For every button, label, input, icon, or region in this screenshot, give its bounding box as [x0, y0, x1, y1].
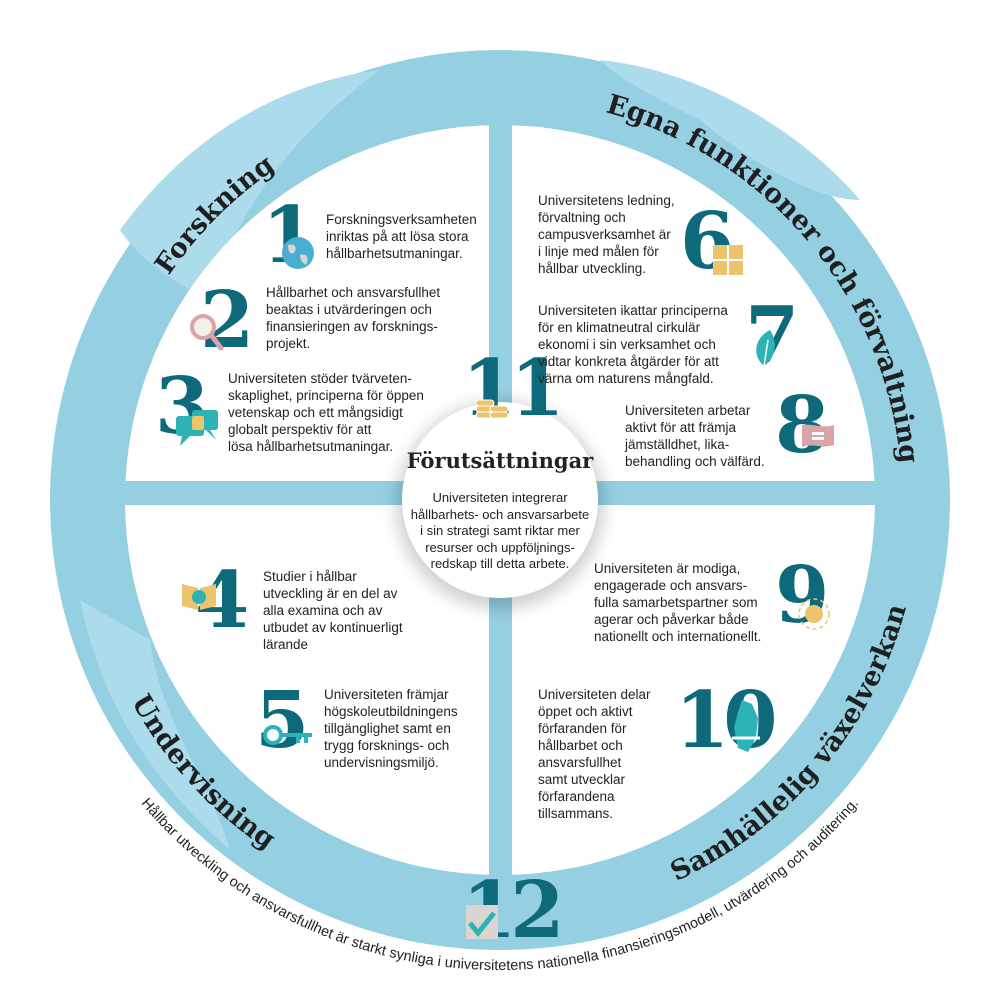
center-title: Förutsättningar — [406, 448, 594, 473]
magnifier-icon — [190, 314, 224, 351]
item-text-4: Studier i hållbar utveckling är en del a… — [263, 569, 403, 652]
finland-handshake-icon — [732, 700, 760, 752]
item-number-9: 9 — [775, 550, 829, 641]
item-text-10: Universiteten delar öppet och aktivt för… — [538, 687, 651, 821]
globe-land-shape — [600, 60, 860, 200]
item-text-6: Universitetens ledning, förvaltning och … — [538, 193, 675, 276]
item-text-1: Forskningsverksamheten inriktas på att l… — [326, 212, 477, 261]
key-icon — [263, 725, 312, 745]
network-globe-icon — [798, 598, 830, 630]
item-number-10: 10 — [675, 675, 778, 766]
item-text-8: Universiteten arbetar aktivt för att frä… — [625, 403, 765, 469]
speech-bubbles-icon — [176, 410, 218, 446]
item-text-9: Universiteten är modiga, engagerade och … — [594, 561, 762, 644]
item-text-7: Universiteten ikattar principerna för en… — [538, 303, 728, 386]
puzzle-icon — [713, 245, 743, 275]
leaf-icon — [756, 330, 775, 367]
checkbox-icon — [466, 905, 498, 939]
equality-flag-icon — [802, 424, 834, 447]
globe-land-shape — [80, 600, 230, 850]
item-text-2: Hållbarhet och ansvarsfullhet beaktas i … — [266, 285, 441, 351]
center-text: Universiteten integrerar hållbarhets- oc… — [410, 490, 590, 571]
item-text-3: Universiteten stöder tvärveten- skapligh… — [228, 371, 424, 454]
item-text-5: Universiteten främjar högskoleutbildning… — [324, 687, 458, 770]
book-icon — [182, 584, 216, 610]
center-circle — [402, 402, 598, 598]
globe-icon — [282, 237, 314, 269]
item-number-5: 5 — [255, 675, 309, 766]
coins-icon — [475, 399, 509, 419]
globe-land-shape — [120, 70, 380, 300]
